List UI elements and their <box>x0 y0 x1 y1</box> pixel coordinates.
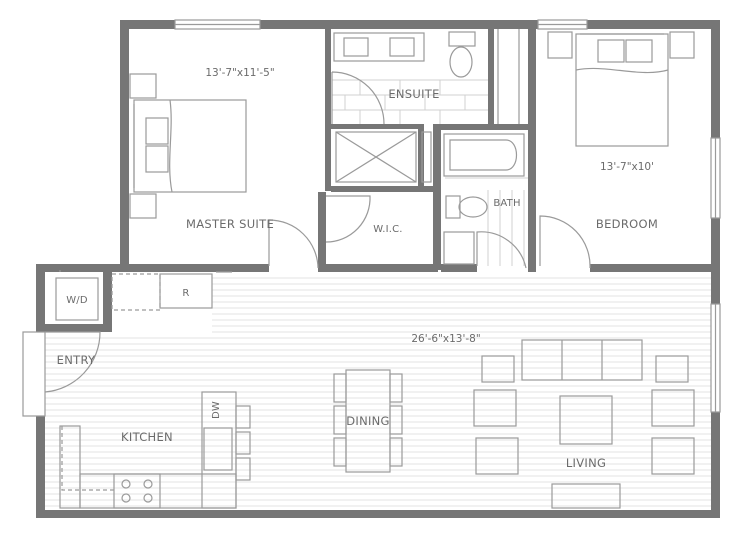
wic-label: W.I.C. <box>373 224 402 235</box>
bedroom-dimension: 13'-7"x10' <box>600 161 654 173</box>
walls <box>36 20 720 518</box>
living-floor-planks <box>45 277 711 507</box>
living-furniture <box>473 339 695 509</box>
bath-label: BATH <box>493 198 520 209</box>
kitchen-label: KITCHEN <box>121 430 173 444</box>
living-label: LIVING <box>566 456 606 470</box>
doors <box>22 71 591 417</box>
master-suite-dimension: 13'-7"x11'-5" <box>205 67 274 79</box>
window-frames <box>174 19 721 413</box>
ensuite-fixtures <box>333 31 476 183</box>
master-suite-label: MASTER SUITE <box>186 217 274 231</box>
bedroom-bed <box>547 31 695 147</box>
kitchen-counters <box>59 391 251 509</box>
entry-label: ENTRY <box>57 353 96 367</box>
entry-closets <box>55 271 232 321</box>
ensuite-label: ENSUITE <box>388 87 439 101</box>
dishwasher-label: DW <box>211 401 222 419</box>
bath-fixtures <box>443 133 525 265</box>
bath-tile <box>445 177 530 266</box>
bedroom-label: BEDROOM <box>596 217 658 231</box>
washer-dryer-label: W/D <box>66 295 88 306</box>
ensuite-tile <box>332 79 488 124</box>
refrigerator-label: R <box>182 288 189 299</box>
dining-table <box>333 369 403 473</box>
master-bed <box>129 73 247 219</box>
living-dining-dimension: 26'-6"x13'-8" <box>411 333 480 345</box>
dining-label: DINING <box>346 414 390 428</box>
